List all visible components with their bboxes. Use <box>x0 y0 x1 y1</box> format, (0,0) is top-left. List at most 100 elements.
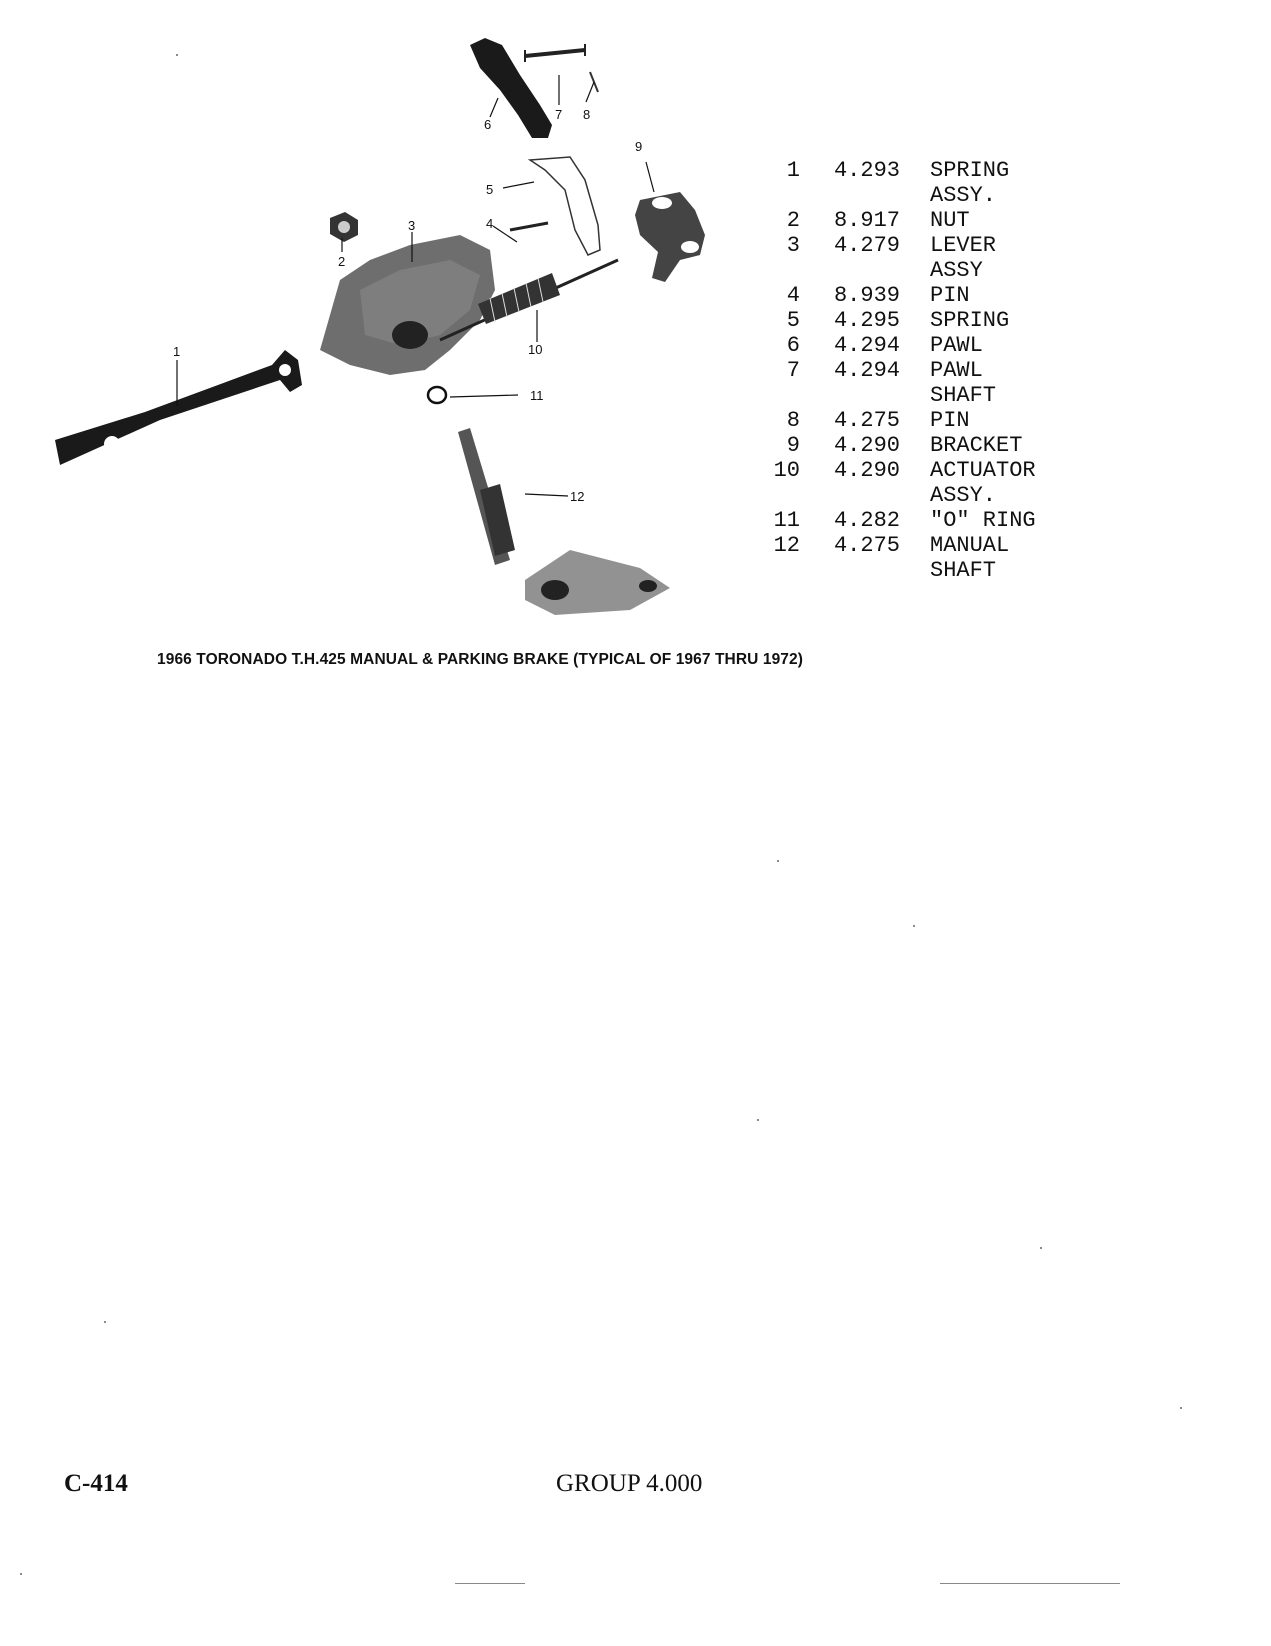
part-number: 11 <box>773 508 800 533</box>
part-group-number: 4.279 <box>833 233 900 258</box>
part-name: SPRING <box>930 308 1010 333</box>
parts-list-row: 4 8.939 PIN <box>760 283 1036 308</box>
callout-12: 12 <box>570 489 584 504</box>
part-number <box>760 258 800 283</box>
part-name: PIN <box>930 408 970 433</box>
scan-speck <box>1180 1407 1182 1409</box>
part-group-number <box>800 483 900 508</box>
scan-artifact-line <box>455 1583 525 1584</box>
part-group-number: 4.275 <box>833 533 900 558</box>
part-name: ASSY. <box>930 183 997 208</box>
parts-list-row: 1 4.293 SPRING <box>760 158 1036 183</box>
part-group-number: 4.290 <box>833 458 900 483</box>
parts-list-row: ASSY. <box>760 183 1036 208</box>
part-name: SHAFT <box>930 383 997 408</box>
callout-8: 8 <box>583 107 590 122</box>
parts-list-row: ASSY <box>760 258 1036 283</box>
scan-speck <box>104 1321 106 1323</box>
parts-list-row: 5 4.295 SPRING <box>760 308 1036 333</box>
callout-7: 7 <box>555 107 562 122</box>
parts-list-row: ASSY. <box>760 483 1036 508</box>
part-group-number: 4.275 <box>833 408 900 433</box>
part-name: BRACKET <box>930 433 1023 458</box>
part-number <box>760 383 800 408</box>
part-number: 2 <box>786 208 800 233</box>
part-5-spring <box>527 156 601 256</box>
exploded-parts-diagram: 1 2 3 4 5 6 7 8 9 10 11 12 <box>40 20 760 640</box>
part-group-number <box>800 183 900 208</box>
part-12-manual-shaft <box>458 428 670 615</box>
part-1-spring-assy <box>55 350 302 465</box>
parts-list-row: SHAFT <box>760 558 1036 583</box>
part-name: SHAFT <box>930 558 997 583</box>
part-name: ASSY. <box>930 483 997 508</box>
callout-4: 4 <box>486 216 493 231</box>
part-number: 3 <box>786 233 800 258</box>
part-number: 8 <box>786 408 800 433</box>
scan-speck <box>1040 1247 1042 1249</box>
callout-6: 6 <box>484 117 491 132</box>
part-number: 12 <box>773 533 800 558</box>
leader-lines <box>176 75 655 497</box>
part-group-number <box>800 258 900 283</box>
part-name: PIN <box>930 283 970 308</box>
part-name: ACTUATOR <box>930 458 1036 483</box>
callout-5: 5 <box>486 182 493 197</box>
part-group-number: 4.295 <box>833 308 900 333</box>
part-number: 6 <box>786 333 800 358</box>
part-name: PAWL <box>930 358 983 383</box>
part-number: 9 <box>786 433 800 458</box>
scan-speck <box>176 54 178 56</box>
part-group-number <box>800 558 900 583</box>
part-10-actuator-assy <box>439 258 619 342</box>
part-group-number: 4.294 <box>833 333 900 358</box>
part-group-number: 8.939 <box>833 283 900 308</box>
part-3-lever-assy <box>320 235 495 375</box>
part-group-number <box>800 383 900 408</box>
parts-list-row: 9 4.290 BRACKET <box>760 433 1036 458</box>
parts-list-row: 10 4.290 ACTUATOR <box>760 458 1036 483</box>
page-number: C-414 <box>64 1470 128 1497</box>
parts-list-row: 6 4.294 PAWL <box>760 333 1036 358</box>
parts-list-row: 3 4.279 LEVER <box>760 233 1036 258</box>
part-group-number: 4.294 <box>833 358 900 383</box>
scan-artifact-line <box>940 1583 1120 1584</box>
part-name: "O" RING <box>930 508 1036 533</box>
callout-1: 1 <box>173 344 180 359</box>
callout-11: 11 <box>530 388 544 403</box>
part-name: SPRING <box>930 158 1010 183</box>
callout-3: 3 <box>408 218 415 233</box>
part-number: 5 <box>786 308 800 333</box>
part-7-pawl-shaft <box>524 44 586 62</box>
parts-list-row: SHAFT <box>760 383 1036 408</box>
part-group-number: 8.917 <box>833 208 900 233</box>
part-group-number: 4.293 <box>833 158 900 183</box>
part-number: 4 <box>786 283 800 308</box>
part-2-nut <box>330 212 358 242</box>
parts-list-row: 8 4.275 PIN <box>760 408 1036 433</box>
part-name: LEVER <box>930 233 997 258</box>
parts-illustration: 1 2 3 4 5 6 7 8 9 10 11 12 <box>55 38 705 615</box>
part-number <box>760 183 800 208</box>
part-number: 7 <box>786 358 800 383</box>
part-number <box>760 558 800 583</box>
callout-2: 2 <box>338 254 345 269</box>
part-6-pawl <box>470 38 552 138</box>
figure-caption: 1966 TORONADO T.H.425 MANUAL & PARKING B… <box>157 651 803 668</box>
scan-speck <box>20 1573 22 1575</box>
parts-list-row: 12 4.275 MANUAL <box>760 533 1036 558</box>
part-number: 1 <box>786 158 800 183</box>
scan-speck <box>913 925 915 927</box>
part-name: MANUAL <box>930 533 1010 558</box>
group-number: GROUP 4.000 <box>556 1470 703 1497</box>
part-name: NUT <box>930 208 970 233</box>
part-name: PAWL <box>930 333 983 358</box>
part-4-pin <box>509 221 549 232</box>
part-number: 10 <box>773 458 800 483</box>
callout-10: 10 <box>528 342 542 357</box>
part-group-number: 4.290 <box>833 433 900 458</box>
parts-list-row: 2 8.917 NUT <box>760 208 1036 233</box>
part-name: ASSY <box>930 258 983 283</box>
